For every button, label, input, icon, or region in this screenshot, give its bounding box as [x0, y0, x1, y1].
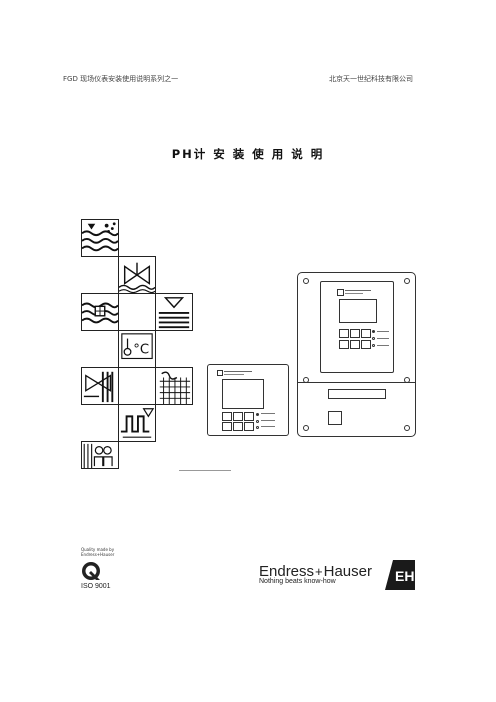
device-key [244, 412, 254, 421]
screw-icon [303, 278, 309, 284]
brand-wordmark: Endress+Hauser [259, 563, 372, 580]
header-right-text: 北京天一世纪科技有限公司 [329, 75, 413, 83]
terminal-cover [328, 411, 342, 425]
screw-icon [404, 278, 410, 284]
device-label-line [224, 371, 252, 372]
pipe-flow-icon [81, 293, 119, 331]
panel-label-line [345, 290, 371, 291]
device-key [244, 422, 254, 431]
flow-valve-icon [81, 367, 119, 405]
device-led-label [261, 420, 275, 421]
svg-text:EH: EH [395, 568, 414, 584]
panel-label-line [345, 293, 363, 294]
panel-key [339, 329, 349, 338]
panel-key [361, 340, 371, 349]
panel-led-label [377, 345, 389, 346]
operators-icon [81, 441, 119, 469]
brand-name-left: Endress [259, 563, 315, 580]
device-logo-square [217, 370, 223, 376]
temperature-icon: °C [118, 330, 156, 368]
brand-name-right: Hauser [323, 563, 372, 580]
device-key [233, 422, 243, 431]
brand-slogan: Nothing beats know-how [259, 578, 336, 585]
svg-text:°C: °C [133, 343, 149, 358]
screw-icon [404, 425, 410, 431]
device-led [256, 420, 259, 423]
cable-entry-strip [328, 389, 386, 399]
quality-made-by-text: Quality made by [81, 547, 115, 552]
valve-icon [118, 256, 156, 294]
panel-logo-square [337, 289, 344, 296]
panel-key [350, 329, 360, 338]
water-wave-icon [81, 219, 119, 257]
panel-key [339, 340, 349, 349]
front-panel [320, 281, 394, 373]
device-key [222, 412, 232, 421]
pipe-network-icon [118, 404, 156, 442]
brand-plus: + [315, 564, 323, 579]
device-key [233, 412, 243, 421]
device-led [256, 413, 259, 416]
level-triangle-icon [155, 293, 193, 331]
header-left-text: FGD 现场仪表安装使用说明系列之一 [63, 75, 179, 83]
small-transmitter-device [207, 364, 289, 436]
panel-key [350, 340, 360, 349]
grid-wave-icon [155, 367, 193, 405]
panel-led-label [377, 331, 389, 332]
document-title: PH计 安 装 使 用 说 明 [171, 147, 325, 161]
panel-key [361, 329, 371, 338]
panel-led [372, 330, 375, 333]
divider-line [179, 470, 231, 471]
device-led-label [261, 426, 275, 427]
device-led-label [261, 413, 275, 414]
iso-9001-text: ISO 9001 [81, 583, 111, 590]
panel-led [372, 344, 375, 347]
quality-brand-text: Endress+Hauser [81, 552, 115, 557]
housing-hinge-line [298, 382, 415, 383]
device-label-line [224, 374, 244, 375]
panel-display [339, 299, 377, 323]
panel-led-label [377, 338, 389, 339]
panel-led [372, 337, 375, 340]
endress-hauser-logo-icon: EH [385, 560, 415, 590]
screw-icon [303, 425, 309, 431]
large-transmitter-housing [297, 272, 416, 437]
device-key [222, 422, 232, 431]
device-led [256, 426, 259, 429]
iso-quality-logo-icon [81, 561, 101, 581]
device-display [222, 379, 264, 409]
